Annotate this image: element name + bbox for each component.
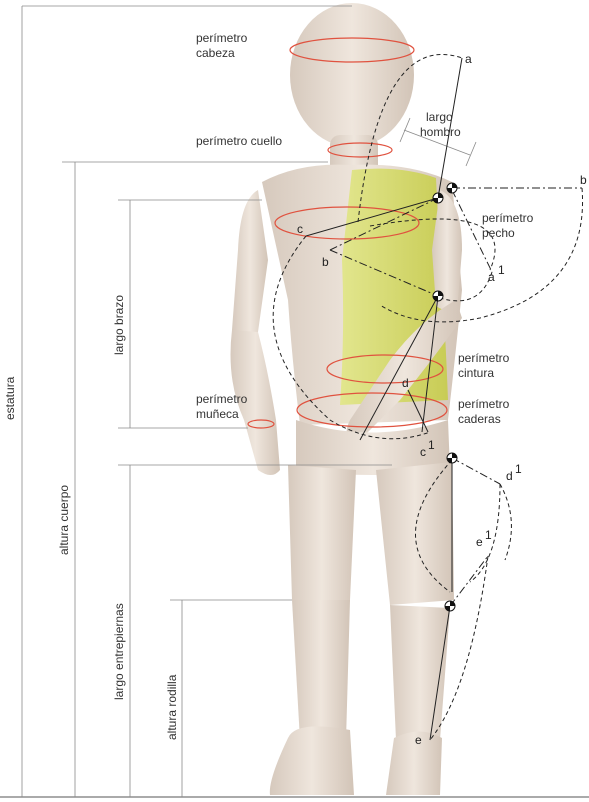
label-perimetro-muneca-1: perímetro — [196, 392, 248, 406]
label-perimetro-muneca-2: muñeca — [196, 407, 239, 421]
point-a: a — [465, 52, 472, 66]
label-perimetro-cintura-2: cintura — [458, 366, 494, 380]
point-e: e — [415, 733, 422, 747]
label-perimetro-cabeza-2: cabeza — [196, 46, 235, 60]
point-d1-superscript: 1 — [515, 462, 522, 476]
label-perimetro-caderas-2: caderas — [458, 412, 501, 426]
label-perimetro-pecho-2: pecho — [482, 226, 515, 240]
point-c: c — [297, 222, 303, 236]
label-perimetro-cabeza-1: perímetro — [196, 31, 248, 45]
point-e1-superscript: 1 — [485, 528, 492, 542]
label-altura-rodilla: altura rodilla — [165, 674, 179, 740]
label-largo-hombro-2: hombro — [420, 125, 461, 139]
point-c1-superscript: 1 — [428, 438, 435, 452]
label-largo-brazo: largo brazo — [112, 295, 126, 355]
label-perimetro-cintura-1: perímetro — [458, 351, 510, 365]
point-c1: c — [420, 445, 426, 459]
point-b-arm: b — [322, 255, 329, 269]
label-perimetro-pecho-1: perímetro — [482, 211, 534, 225]
point-a1-superscript: 1 — [498, 263, 505, 277]
point-a1: a — [488, 270, 495, 284]
label-largo-entrepiernas: largo entrepiernas — [112, 603, 126, 700]
point-b: b — [580, 173, 587, 187]
label-altura-cuerpo: altura cuerpo — [57, 485, 71, 555]
point-d1: d — [506, 469, 513, 483]
label-perimetro-cuello: perímetro cuello — [196, 134, 282, 148]
label-estatura: estatura — [3, 376, 17, 420]
label-perimetro-caderas-1: perímetro — [458, 397, 510, 411]
point-e1: e — [476, 535, 483, 549]
point-d: d — [402, 376, 409, 390]
label-largo-hombro-1: largo — [426, 110, 453, 124]
